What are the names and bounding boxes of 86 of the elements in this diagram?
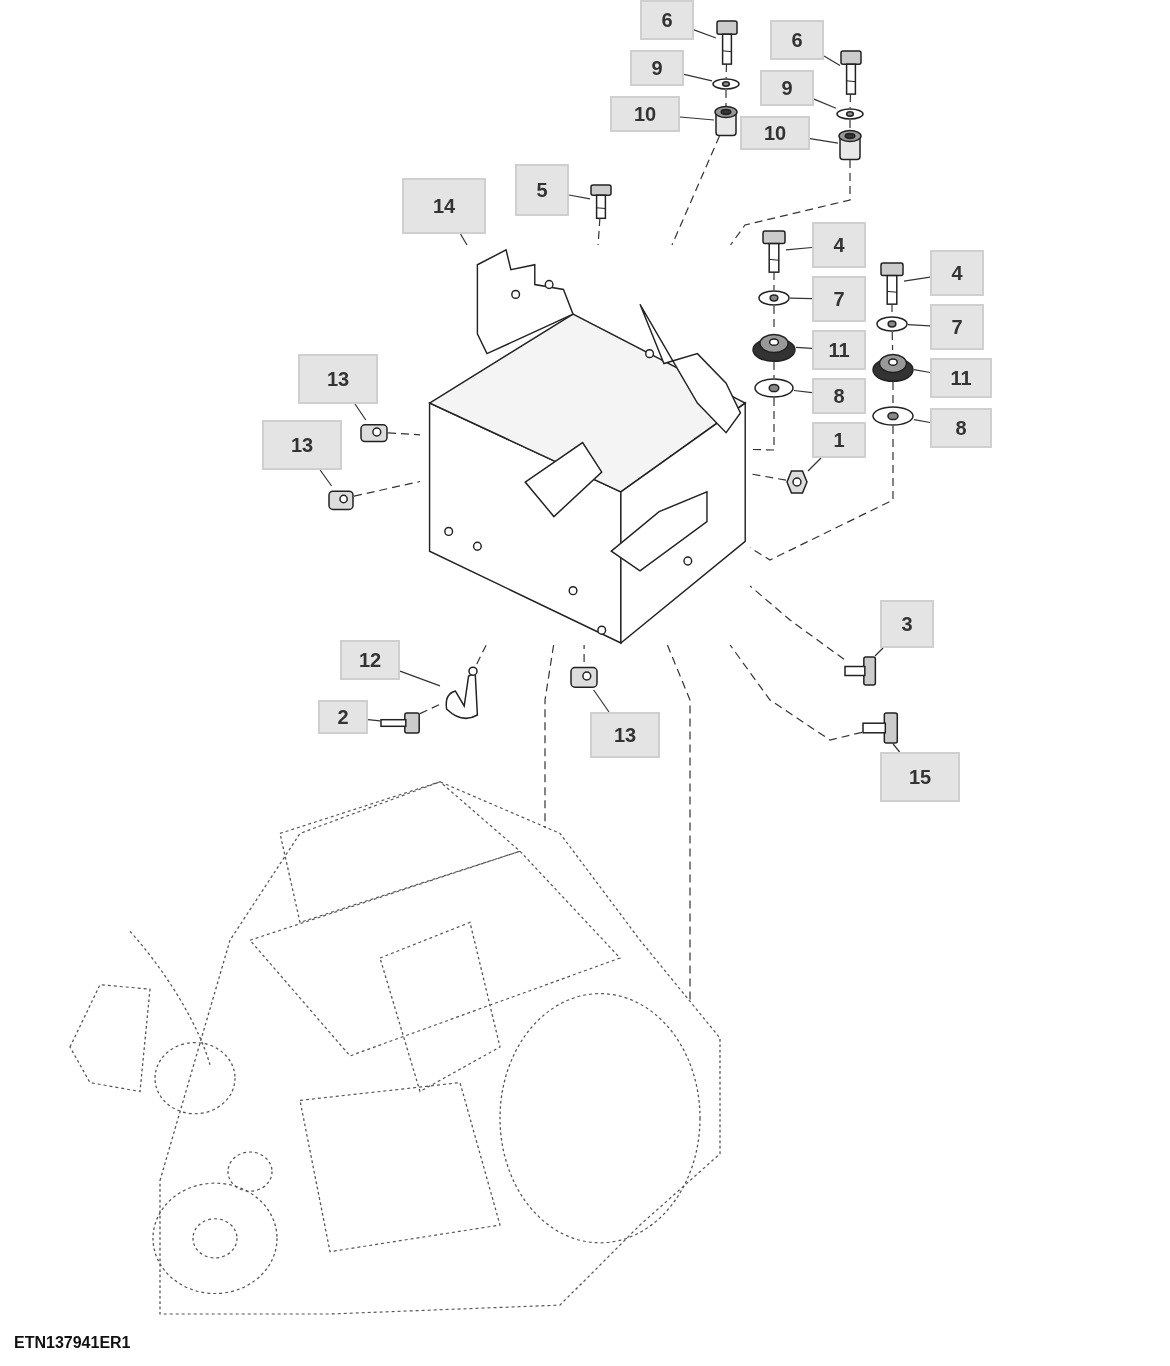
- callout-number: 10: [740, 116, 810, 150]
- leader-line: [319, 469, 333, 487]
- leader-line: [913, 419, 931, 424]
- callout-number: 13: [298, 354, 378, 404]
- leader-line: [354, 403, 367, 421]
- callout-number: 4: [930, 250, 984, 296]
- leader-line: [913, 369, 931, 374]
- callout-number: 13: [262, 420, 342, 470]
- washer-drawing: [712, 78, 740, 90]
- callout-number: 13: [590, 712, 660, 758]
- washer-drawing: [754, 378, 794, 398]
- leader-line: [399, 670, 441, 687]
- leader-line: [793, 389, 813, 394]
- assembly-line: [544, 644, 555, 829]
- callout-number: 7: [812, 276, 866, 322]
- callout-number: 5: [515, 164, 569, 216]
- callout-number: 8: [812, 378, 866, 414]
- leader-line: [907, 324, 931, 327]
- callout-number: 15: [880, 752, 960, 802]
- bolt-drawing: [862, 712, 898, 744]
- callout-number: 2: [318, 700, 368, 734]
- callout-number: 14: [402, 178, 486, 234]
- assembly-line: [891, 331, 894, 351]
- callout-number: 11: [930, 358, 992, 398]
- bolt-drawing: [762, 230, 786, 272]
- leader-line: [785, 246, 813, 251]
- assembly-line: [849, 93, 852, 109]
- bolt-drawing: [380, 712, 420, 734]
- leader-line: [593, 689, 610, 713]
- assembly-line: [419, 703, 441, 715]
- bolt-drawing: [716, 20, 738, 64]
- washer-drawing: [836, 108, 864, 120]
- assembly-line: [773, 361, 775, 379]
- callout-number: 9: [760, 70, 814, 106]
- leader-line: [679, 116, 715, 121]
- callout-number: 1: [812, 422, 866, 458]
- assembly-line: [729, 644, 863, 741]
- callout-number: 12: [340, 640, 400, 680]
- assembly-line: [666, 644, 691, 1001]
- callout-number: 3: [880, 600, 934, 648]
- bushing-drawing: [714, 106, 738, 136]
- bolt-drawing: [880, 262, 904, 304]
- leader-line: [367, 719, 381, 722]
- leader-line: [903, 276, 931, 282]
- leader-line: [807, 457, 822, 472]
- callout-number: 6: [770, 20, 824, 60]
- callout-number: 10: [610, 96, 680, 132]
- leader-line: [795, 346, 813, 349]
- washer-drawing: [872, 406, 914, 426]
- bushing-drawing: [838, 130, 862, 160]
- leader-line: [683, 73, 713, 82]
- assembly-line: [773, 271, 775, 291]
- washer-drawing: [876, 316, 908, 332]
- nut-drawing: [786, 470, 808, 494]
- leader-line: [892, 743, 901, 753]
- callout-number: 7: [930, 304, 984, 350]
- callout-number: 9: [630, 50, 684, 86]
- callout-number: 6: [640, 0, 694, 40]
- callout-number: 11: [812, 330, 866, 370]
- assembly-line: [353, 480, 421, 497]
- assembly-line: [749, 425, 894, 561]
- leader-line: [789, 297, 813, 300]
- drawing-number: ETN137941ER1: [14, 1334, 131, 1352]
- leader-line: [823, 55, 841, 67]
- assembly-line: [597, 217, 601, 246]
- assembly-line: [671, 135, 721, 246]
- leader-line: [568, 194, 591, 200]
- leader-line: [693, 29, 717, 39]
- assembly-line: [729, 159, 851, 246]
- assembly-line: [725, 89, 727, 107]
- washer-drawing: [758, 290, 790, 306]
- bolt-drawing: [840, 50, 862, 94]
- leader-line: [813, 98, 837, 109]
- assembly-line: [583, 644, 585, 663]
- assembly-line: [725, 63, 728, 79]
- assembly-line: [749, 473, 787, 481]
- assembly-line: [749, 585, 845, 660]
- bolt-drawing: [590, 184, 612, 218]
- callout-number: 8: [930, 408, 992, 448]
- assembly-line: [476, 644, 487, 665]
- assembly-line: [387, 432, 421, 436]
- assembly-line: [849, 119, 851, 131]
- leader-line: [459, 233, 468, 246]
- bolt-drawing: [844, 656, 876, 686]
- leader-line: [809, 138, 839, 144]
- callout-number: 4: [812, 222, 866, 268]
